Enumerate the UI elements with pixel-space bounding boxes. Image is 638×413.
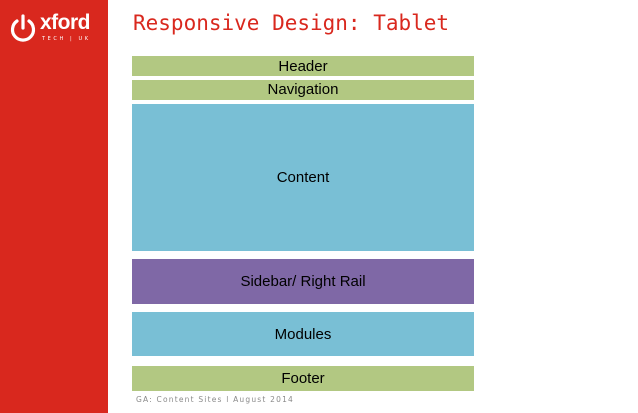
slide-footnote: GA: Content Sites l August 2014 — [136, 395, 295, 404]
brand-sidebar: xford TECH | UK — [0, 0, 108, 413]
logo-wordmark: xford — [40, 11, 91, 34]
oxford-tech-logo: xford TECH | UK — [6, 11, 102, 44]
modules-block: Modules — [132, 312, 474, 356]
footer-label: Footer — [281, 370, 325, 387]
content-label: Content — [276, 169, 330, 186]
modules-label: Modules — [274, 325, 332, 343]
sidebar-label: Sidebar/ Right Rail — [240, 273, 366, 290]
footer-block: Footer — [132, 366, 474, 391]
logo-subtitle: TECH | UK — [42, 36, 91, 42]
slide-title: Responsive Design: Tablet — [133, 11, 450, 35]
sidebar-block: Sidebar/ Right Rail — [132, 259, 474, 304]
navigation-label: Navigation — [267, 81, 339, 98]
header-block: Header — [132, 56, 474, 76]
power-icon — [10, 14, 36, 42]
header-label: Header — [278, 57, 328, 75]
content-block: Content — [132, 104, 474, 251]
navigation-block: Navigation — [132, 80, 474, 100]
